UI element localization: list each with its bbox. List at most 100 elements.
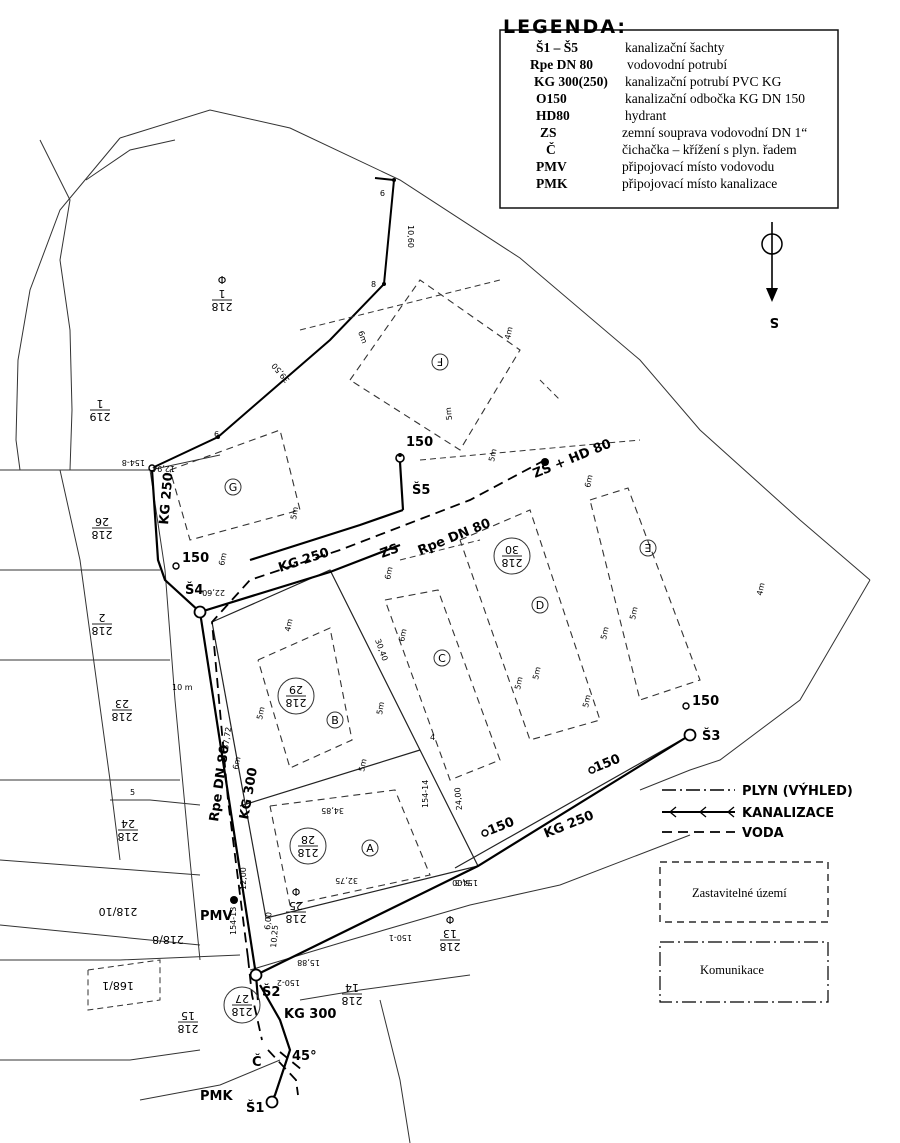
setback-label: 6m	[217, 552, 229, 567]
manhole-label-s4: Š4	[185, 582, 203, 598]
plot-circle	[224, 478, 242, 496]
parcel-number-sub: 1	[97, 397, 104, 410]
water-rpe-south-branch	[279, 1051, 303, 1071]
dimension-label: 24,00	[453, 787, 464, 811]
legend-desc: kanalizační potrubí PVC KG	[625, 74, 782, 89]
manhole-label-s2: Š2	[262, 984, 280, 1000]
sewer-legend-label: KANALIZACE	[742, 806, 834, 821]
sewer-kg300-south	[259, 984, 292, 1101]
parcel-boundary-line	[59, 469, 121, 861]
parcel-number-sub: 2	[99, 611, 106, 624]
parcel-boundary-line	[149, 469, 201, 961]
setback-label: 5m	[357, 758, 369, 773]
parcel-number: 168/1	[102, 979, 134, 992]
dimension-label: 34,85	[321, 806, 344, 815]
plot-line	[539, 379, 561, 401]
setback-label: 6m	[356, 330, 369, 345]
manhole-label-s1: Š1	[246, 1100, 264, 1116]
legend-key: PMK	[536, 176, 568, 191]
plot-letter-a: A	[366, 842, 374, 855]
survey-point	[382, 282, 386, 286]
parcel-number-prefix: Φ	[291, 885, 300, 898]
point-id: 6	[214, 430, 219, 439]
plot-circle	[531, 596, 549, 614]
parcel-number-main: 218	[92, 624, 113, 637]
legend-key: KG 300(250)	[534, 74, 608, 89]
parcel-number-sub: 27	[235, 992, 249, 1005]
setback-label: 6m	[583, 474, 595, 489]
zs-label: ZS	[378, 541, 401, 562]
parcel-number-sub: 15	[181, 1009, 195, 1022]
pipe-label-kg250-left: KG 250	[157, 472, 177, 526]
branch-labels: 150 150 150 150 150	[182, 435, 719, 839]
sewer-flow-tick	[698, 806, 707, 818]
parcel-circles	[223, 353, 657, 1024]
dimension-label: 22,60	[202, 588, 225, 597]
north-arrow-head	[766, 288, 778, 302]
north-arrow: S	[761, 222, 783, 329]
legend-desc: hydrant	[625, 108, 666, 123]
parcel-circle	[277, 677, 315, 715]
parcel-number-main: 218	[502, 556, 523, 569]
parcel-number-main: 218	[178, 1022, 199, 1035]
dimension-label: 10 m	[172, 683, 193, 692]
parcel-168-outline	[87, 959, 161, 1011]
branch-label: 150	[406, 435, 433, 450]
legend-frame	[499, 29, 839, 209]
angle-label: 45°	[292, 1049, 317, 1064]
pipe-label-kg300-main: KG 300	[237, 766, 261, 820]
manhole-s4	[193, 605, 207, 619]
parcel-number-main: 218	[92, 528, 113, 541]
legend-desc: kanalizační odbočka KG DN 150	[625, 91, 805, 106]
branch-marker	[588, 766, 596, 774]
parcel-number-main: 218/8	[152, 933, 184, 946]
parcel-number-main: 218	[112, 710, 133, 723]
parcel-number-main: 218	[298, 846, 319, 859]
plot-line	[299, 279, 501, 331]
point-id: 5	[130, 788, 135, 797]
setback-label: 5m	[375, 701, 386, 715]
manhole-s3	[683, 728, 697, 742]
branch-marker	[682, 702, 690, 710]
setback-label: 5m	[513, 676, 525, 691]
buildable-area-label: Zastavitelné území	[692, 886, 787, 900]
branch-marker	[481, 829, 489, 837]
plot-d-building	[459, 509, 601, 741]
plot-line	[419, 439, 641, 461]
plot-letter-d: D	[536, 599, 544, 612]
parcel-number-sub: 23	[115, 697, 129, 710]
manhole-label-s3: Š3	[702, 728, 720, 744]
survey-point-ids: 154-8 154-13 154-14 154-3 150-1 150-2 6 …	[122, 188, 478, 987]
branch-marker	[398, 453, 402, 457]
parcel-numbers: 2181Φ21912182621822182321824218302182921…	[90, 273, 523, 1035]
point-id: 154-13	[229, 907, 238, 935]
legend-title: LEGENDA:	[503, 16, 627, 38]
gas-legend-label: PLYN (VÝHLED)	[742, 783, 853, 799]
legend-desc: připojovací místo kanalizace	[622, 176, 777, 191]
plot-circle	[431, 353, 449, 371]
legend-key: O150	[536, 91, 567, 106]
parcel-boundary-line	[119, 109, 871, 581]
branch-label: 150	[592, 752, 623, 776]
setback-label: 5m	[599, 626, 611, 641]
plot-letter-c: C	[438, 652, 446, 665]
plot-letter-b: B	[331, 714, 339, 727]
setback-labels: 6m 5m 5m 5m 5m 6m 4m 5m 6m 5m 5m 5m 4m 6…	[217, 326, 767, 773]
branch-label: 150	[692, 694, 719, 709]
hydrant-point	[541, 458, 549, 466]
plot-a-building	[269, 789, 431, 906]
point-id: 9	[380, 188, 385, 197]
sewer-kg250-left	[150, 469, 401, 614]
water-rpe-south	[247, 957, 263, 1041]
dimension-label: 10,25	[269, 925, 280, 949]
plot-letter-f: F	[437, 355, 443, 368]
parcel-number-sub: 24	[121, 817, 135, 830]
parcel-boundary-line	[639, 579, 871, 791]
